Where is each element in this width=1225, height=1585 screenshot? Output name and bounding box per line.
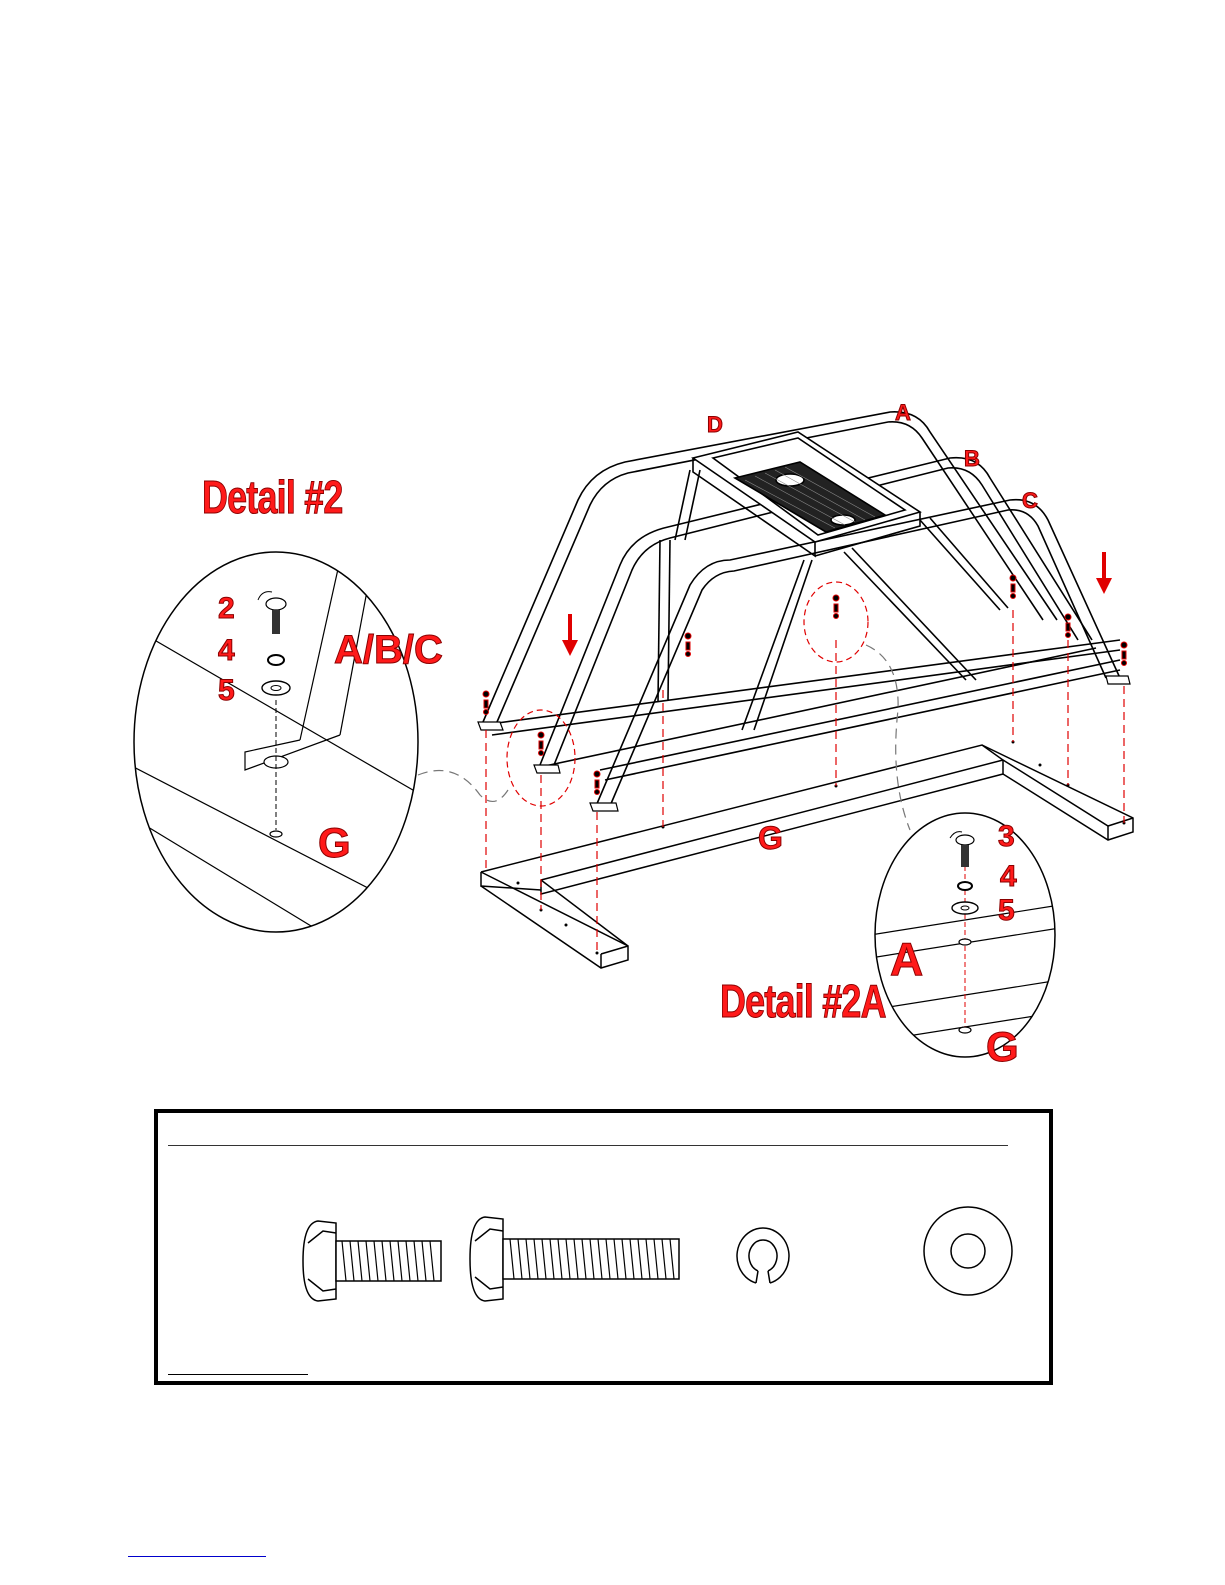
- flat-washer-icon: [924, 1207, 1012, 1295]
- short-carriage-bolt-icon: [303, 1221, 441, 1301]
- detail-2a-part-bolt: 3: [998, 822, 1015, 852]
- detail-2a-part-lock-washer: 4: [1000, 862, 1017, 892]
- bolt-stacks: [483, 575, 1127, 795]
- hoop-b-label: B: [964, 448, 980, 470]
- detail-2-part-bolt: 2: [218, 594, 235, 624]
- page-footer-rule: [128, 1556, 266, 1557]
- arrow-down-icon: [562, 614, 578, 656]
- detail-2a-marker: [804, 582, 868, 662]
- detail-2-base-label: G: [318, 822, 351, 864]
- hardware-box-footnote-rule: [168, 1374, 308, 1375]
- detail-2-leader: [418, 771, 508, 802]
- hardware-box: [154, 1109, 1053, 1385]
- detail-2-part-lock-washer: 4: [218, 636, 235, 666]
- long-carriage-bolt-icon: [470, 1217, 679, 1301]
- base-g-label: G: [758, 822, 783, 854]
- detail-2-frame-label: A/B/C: [334, 630, 443, 670]
- detail-2a-frame-label: A: [890, 936, 923, 982]
- arrow-down-icon: [1096, 552, 1112, 594]
- hoop-c-label: C: [1022, 490, 1038, 512]
- detail-2a-part-flat-washer: 5: [998, 896, 1015, 926]
- detail-2-part-flat-washer: 5: [218, 676, 235, 706]
- platform-d-label: D: [707, 414, 723, 436]
- detail-2a-title: Detail #2A: [720, 978, 886, 1024]
- hoop-a-label: A: [895, 402, 911, 424]
- detail-2-title: Detail #2: [202, 474, 343, 520]
- detail-2a-base-label: G: [986, 1026, 1019, 1068]
- hardware-illustrations: [158, 1113, 1049, 1381]
- lock-washer-icon: [737, 1228, 789, 1283]
- detail-2-view: [120, 552, 430, 980]
